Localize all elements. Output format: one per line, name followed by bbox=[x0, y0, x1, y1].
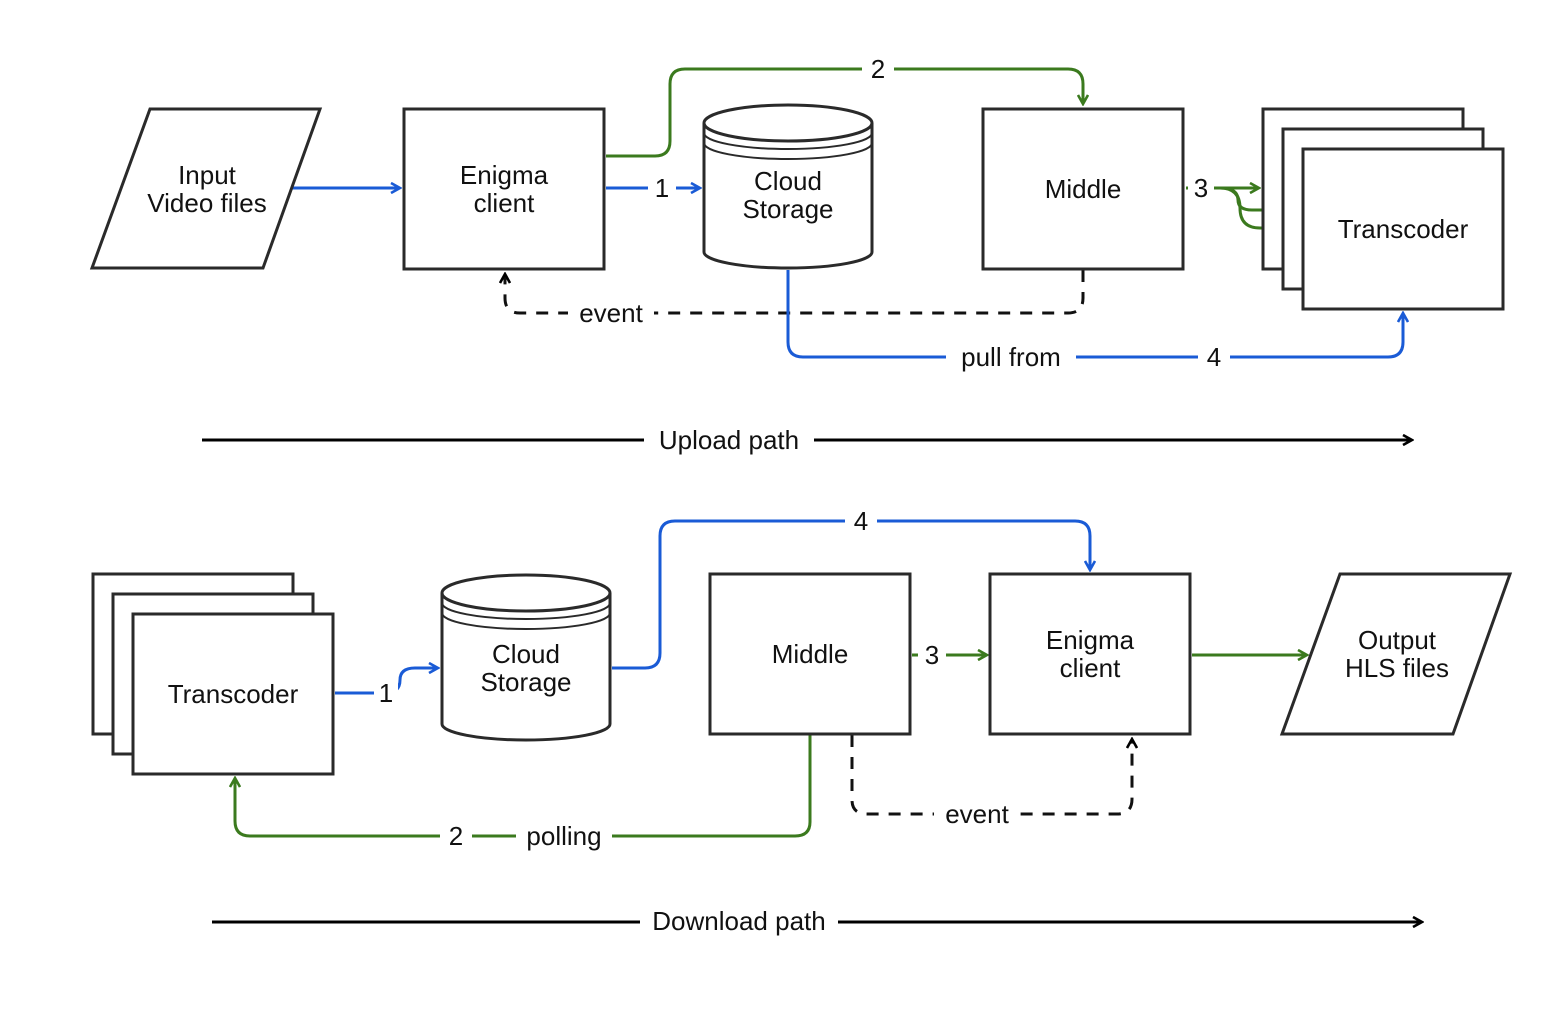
upload-middle: Middle bbox=[981, 107, 1185, 271]
download-cloud-storage: Cloud Storage bbox=[440, 573, 612, 742]
download-client-line2: client bbox=[1060, 653, 1121, 683]
upload-middle-to-transcoder-arrow-c bbox=[1219, 186, 1299, 228]
upload-client-line1: Enigma bbox=[460, 160, 549, 190]
upload-step-1: 1 bbox=[655, 173, 669, 203]
upload-middle-to-client-event-arrow bbox=[505, 270, 1085, 315]
download-step-1: 1 bbox=[379, 678, 393, 708]
download-section: Transcoder Cloud Storage Middle Enigma c… bbox=[91, 505, 1513, 939]
download-middle-label: Middle bbox=[772, 639, 849, 669]
download-output-line1: Output bbox=[1358, 625, 1437, 655]
upload-section: Input Video files Enigma client Cloud St… bbox=[89, 53, 1505, 458]
download-step-4: 4 bbox=[854, 506, 868, 536]
upload-client-to-middle-arrow bbox=[606, 67, 1083, 158]
download-step-2: 2 bbox=[449, 821, 463, 851]
upload-cloud-storage: Cloud Storage bbox=[702, 103, 874, 270]
upload-input-line1: Input bbox=[178, 160, 237, 190]
download-transcoder-label: Transcoder bbox=[168, 679, 299, 709]
download-step-3: 3 bbox=[925, 640, 939, 670]
upload-middle-label: Middle bbox=[1045, 174, 1122, 204]
download-middle-to-client-event-arrow bbox=[850, 735, 1132, 816]
download-output-line2: HLS files bbox=[1345, 653, 1449, 683]
upload-enigma-client: Enigma client bbox=[402, 107, 606, 271]
download-event-label: event bbox=[945, 799, 1009, 829]
upload-input-line2: Video files bbox=[147, 188, 267, 218]
upload-storage-line1: Cloud bbox=[754, 166, 822, 196]
download-storage-line1: Cloud bbox=[492, 639, 560, 669]
upload-step-2: 2 bbox=[871, 54, 885, 84]
download-polling-label: polling bbox=[526, 821, 601, 851]
upload-storage-line2: Storage bbox=[742, 194, 833, 224]
download-storage-disk-line bbox=[441, 612, 611, 630]
download-client-line1: Enigma bbox=[1046, 625, 1135, 655]
upload-storage-disk-line bbox=[703, 142, 873, 160]
upload-transcoder-label: Transcoder bbox=[1338, 214, 1469, 244]
upload-input-video-files: Input Video files bbox=[89, 107, 323, 270]
upload-pull-from-label: pull from bbox=[961, 342, 1061, 372]
upload-event-label: event bbox=[579, 298, 643, 328]
upload-path-label: Upload path bbox=[659, 425, 799, 455]
download-storage-line2: Storage bbox=[480, 667, 571, 697]
download-enigma-client: Enigma client bbox=[988, 572, 1192, 736]
download-storage-disk-line bbox=[441, 602, 611, 620]
download-storage-to-client-arrow bbox=[612, 519, 1090, 670]
upload-transcoder-stack: Transcoder bbox=[1261, 107, 1505, 311]
download-middle: Middle bbox=[708, 572, 912, 736]
upload-storage-disk-line bbox=[703, 132, 873, 150]
upload-step-3: 3 bbox=[1194, 173, 1208, 203]
upload-client-line2: client bbox=[474, 188, 535, 218]
download-path-label: Download path bbox=[652, 906, 825, 936]
upload-storage-to-transcoder-pull-arrow bbox=[786, 270, 1403, 359]
upload-step-4: 4 bbox=[1207, 342, 1221, 372]
download-transcoder-stack: Transcoder bbox=[91, 572, 335, 776]
download-output-hls-files: Output HLS files bbox=[1279, 572, 1513, 736]
